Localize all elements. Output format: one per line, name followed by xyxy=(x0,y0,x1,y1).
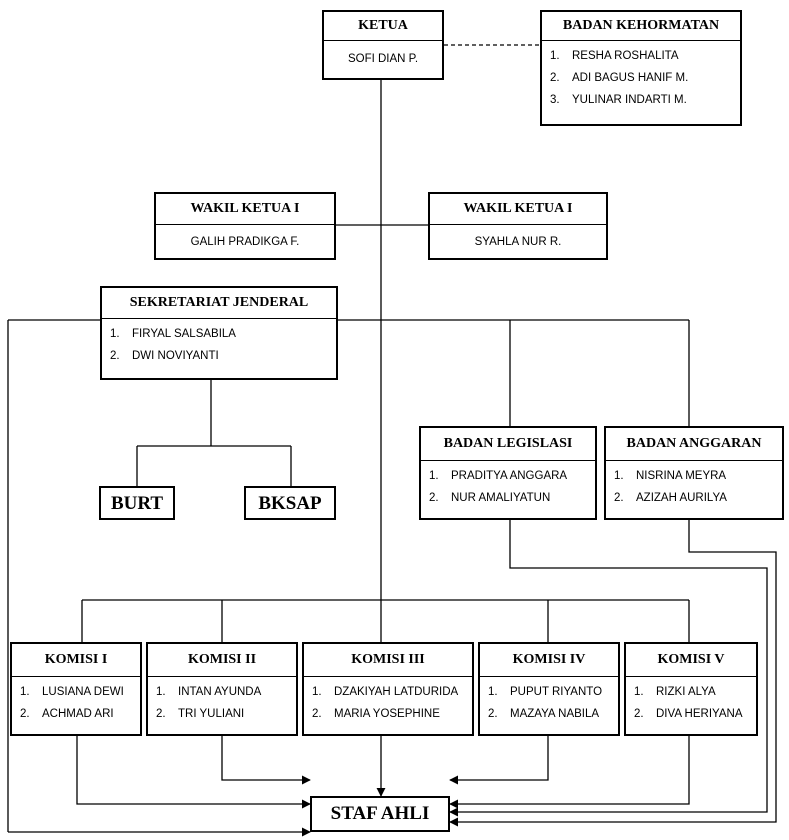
list-item: 1.RESHA ROSHALITA xyxy=(550,50,679,62)
staf-ahli-box: STAF AHLI xyxy=(310,796,450,832)
sekretariat-box: SEKRETARIAT JENDERAL 1.FIRYAL SALSABILA … xyxy=(100,286,338,380)
bksap-box: BKSAP xyxy=(244,486,336,520)
badan-legislasi-list: 1.PRADITYA ANGGARA 2.NUR AMALIYATUN xyxy=(421,461,595,509)
wakil-ketua-left-box: WAKIL KETUA I GALIH PRADIKGA F. xyxy=(154,192,336,260)
komisi-4-list: 1.PUPUT RIYANTO 2.MAZAYA NABILA xyxy=(480,677,618,725)
badan-legislasi-title: BADAN LEGISLASI xyxy=(421,428,595,461)
list-item: 2.DIVA HERIYANA xyxy=(634,708,743,720)
badan-anggaran-title: BADAN ANGGARAN xyxy=(606,428,782,461)
list-item: 1.RIZKI ALYA xyxy=(634,686,716,698)
wakil-ketua-left-title: WAKIL KETUA I xyxy=(156,194,334,225)
wakil-ketua-right-name: SYAHLA NUR R. xyxy=(474,236,562,248)
komisi-1-list: 1.LUSIANA DEWI 2.ACHMAD ARI xyxy=(12,677,140,725)
burt-box: BURT xyxy=(99,486,175,520)
list-item: 1.INTAN AYUNDA xyxy=(156,686,262,698)
komisi-3-box: KOMISI III 1.DZAKIYAH LATDURIDA 2.MARIA … xyxy=(302,642,474,736)
badan-kehormatan-title: BADAN KEHORMATAN xyxy=(542,12,740,41)
komisi-1-title: KOMISI I xyxy=(12,644,140,677)
komisi2-to-staf xyxy=(221,734,311,785)
ketua-box: KETUA SOFI DIAN P. xyxy=(322,10,444,80)
ketua-name: SOFI DIAN P. xyxy=(347,53,419,65)
legislasi-to-staf xyxy=(449,518,768,817)
list-item: 1.PUPUT RIYANTO xyxy=(488,686,603,698)
burt-title: BURT xyxy=(110,493,164,514)
badan-kehormatan-box: BADAN KEHORMATAN 1.RESHA ROSHALITA 2.ADI… xyxy=(540,10,742,126)
komisi-5-title: KOMISI V xyxy=(626,644,756,677)
list-item: 2.ADI BAGUS HANIF M. xyxy=(550,72,689,84)
list-item: 2.MAZAYA NABILA xyxy=(488,708,600,720)
sekretariat-list: 1.FIRYAL SALSABILA 2.DWI NOVIYANTI xyxy=(102,319,336,367)
komisi-3-title: KOMISI III xyxy=(304,644,472,677)
komisi-1-box: KOMISI I 1.LUSIANA DEWI 2.ACHMAD ARI xyxy=(10,642,142,736)
anggaran-to-staf xyxy=(449,518,777,827)
komisi-2-title: KOMISI II xyxy=(148,644,296,677)
ketua-title: KETUA xyxy=(324,12,442,41)
komisi-3-list: 1.DZAKIYAH LATDURIDA 2.MARIA YOSEPHINE xyxy=(304,677,472,725)
list-item: 2.AZIZAH AURILYA xyxy=(614,492,727,504)
komisi-5-list: 1.RIZKI ALYA 2.DIVA HERIYANA xyxy=(626,677,756,725)
wakil-ketua-right-box: WAKIL KETUA I SYAHLA NUR R. xyxy=(428,192,608,260)
list-item: 2.DWI NOVIYANTI xyxy=(110,350,219,362)
staf-ahli-title: STAF AHLI xyxy=(330,803,430,824)
komisi5-to-staf xyxy=(449,734,690,809)
komisi-5-box: KOMISI V 1.RIZKI ALYA 2.DIVA HERIYANA xyxy=(624,642,758,736)
badan-legislasi-box: BADAN LEGISLASI 1.PRADITYA ANGGARA 2.NUR… xyxy=(419,426,597,520)
komisi-2-box: KOMISI II 1.INTAN AYUNDA 2.TRI YULIANI xyxy=(146,642,298,736)
wakil-ketua-left-name: GALIH PRADIKGA F. xyxy=(190,236,300,248)
bksap-title: BKSAP xyxy=(258,493,322,514)
komisi-2-list: 1.INTAN AYUNDA 2.TRI YULIANI xyxy=(148,677,296,725)
sekretariat-title: SEKRETARIAT JENDERAL xyxy=(102,288,336,319)
list-item: 2.ACHMAD ARI xyxy=(20,708,114,720)
list-item: 1.FIRYAL SALSABILA xyxy=(110,328,236,340)
list-item: 1.PRADITYA ANGGARA xyxy=(429,470,568,482)
list-item: 2.MARIA YOSEPHINE xyxy=(312,708,440,720)
badan-kehormatan-list: 1.RESHA ROSHALITA 2.ADI BAGUS HANIF M. 3… xyxy=(542,41,740,111)
list-item: 1.DZAKIYAH LATDURIDA xyxy=(312,686,459,698)
komisi-4-title: KOMISI IV xyxy=(480,644,618,677)
badan-anggaran-list: 1.NISRINA MEYRA 2.AZIZAH AURILYA xyxy=(606,461,782,509)
komisi1-to-staf xyxy=(76,734,311,809)
list-item: 2.NUR AMALIYATUN xyxy=(429,492,551,504)
badan-anggaran-box: BADAN ANGGARAN 1.NISRINA MEYRA 2.AZIZAH … xyxy=(604,426,784,520)
wakil-ketua-right-title: WAKIL KETUA I xyxy=(430,194,606,225)
list-item: 2.TRI YULIANI xyxy=(156,708,245,720)
komisi4-to-staf xyxy=(449,734,549,785)
list-item: 3.YULINAR INDARTI M. xyxy=(550,94,687,106)
list-item: 1.NISRINA MEYRA xyxy=(614,470,727,482)
komisi-4-box: KOMISI IV 1.PUPUT RIYANTO 2.MAZAYA NABIL… xyxy=(478,642,620,736)
list-item: 1.LUSIANA DEWI xyxy=(20,686,124,698)
